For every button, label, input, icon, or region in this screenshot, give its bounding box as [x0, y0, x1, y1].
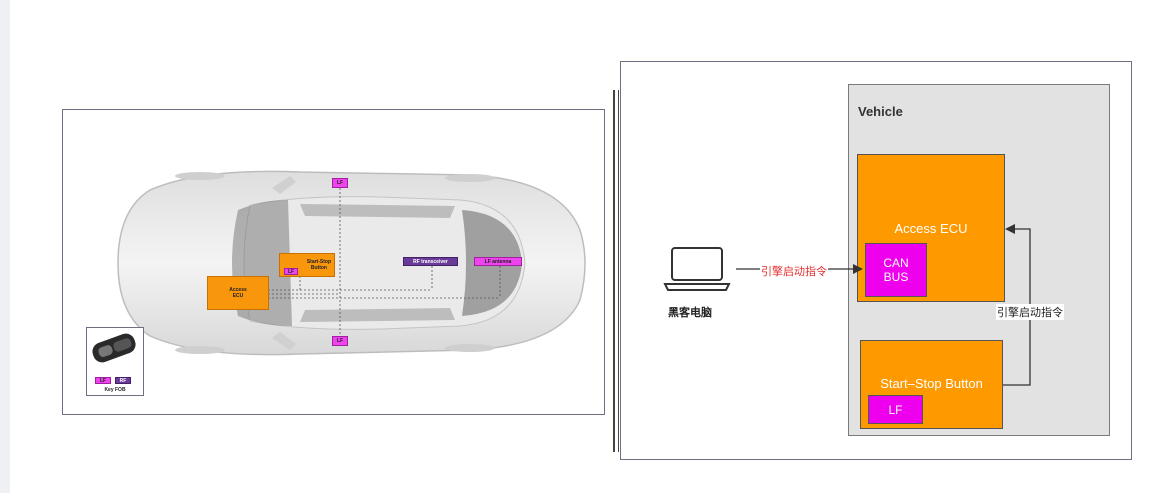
lf-antenna-tag: LF antenna — [474, 257, 522, 266]
vehicle-label: Vehicle — [858, 104, 903, 119]
can-bus-box: CAN BUS — [865, 243, 927, 297]
can-bus-line2: BUS — [883, 270, 909, 284]
engine-start-command-red: 引擎启动指令 — [760, 263, 828, 279]
rf-transceiver-tag: RF transceiver — [403, 257, 458, 266]
can-bus-line1: CAN — [883, 256, 909, 270]
engine-start-command-black: 引擎启动指令 — [996, 304, 1064, 320]
fob-rf-tag: RF — [115, 377, 131, 384]
fob-lf-tag: LF — [95, 377, 111, 384]
panel-divider-thin — [618, 90, 619, 452]
lf-box: LF — [868, 395, 923, 424]
access-ecu-tag: Access ECU — [207, 276, 269, 310]
lf-top-tag: LF — [332, 178, 348, 188]
panel-divider — [613, 90, 615, 452]
start-stop-lf-tag: LF — [284, 268, 298, 275]
access-ecu-label: Access ECU — [894, 221, 968, 236]
fob-label: Key FOB — [104, 386, 126, 393]
page-margin-strip — [0, 0, 10, 493]
laptop-label: 黑客电脑 — [668, 307, 712, 319]
lf-bottom-tag: LF — [332, 336, 348, 346]
start-stop-label: Start–Stop Button — [880, 376, 983, 391]
